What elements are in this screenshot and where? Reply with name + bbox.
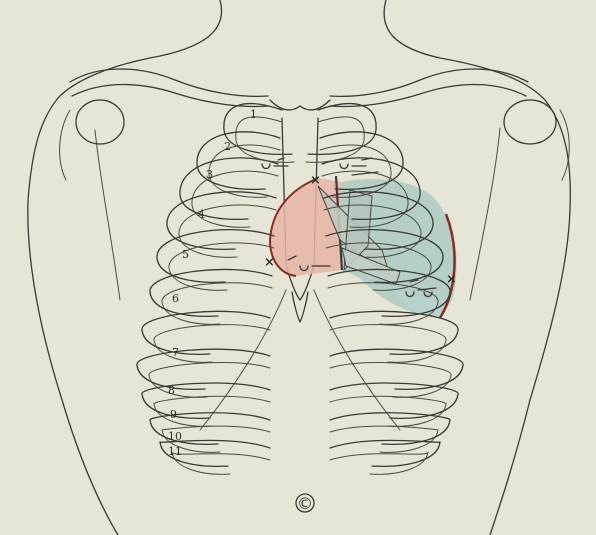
rib-number-label: 7 <box>172 346 179 359</box>
rib-number-label: 8 <box>168 384 175 397</box>
rib-inner-edge <box>330 396 446 426</box>
right-heart-shading <box>270 178 342 276</box>
rib-number-label: 6 <box>172 292 179 305</box>
rib-number-label: 10 <box>168 430 182 443</box>
rib-number-label: 3 <box>206 168 213 181</box>
clavicles <box>70 69 528 107</box>
rib-number-label: 4 <box>198 208 205 221</box>
rib-number-label: 1 <box>250 108 257 121</box>
rib-number-label: 9 <box>170 408 177 421</box>
shoulder-joints <box>60 100 570 180</box>
rib-number-label: 2 <box>224 140 231 153</box>
copyright-symbol: © <box>297 494 313 513</box>
mark-upper: × <box>310 173 321 188</box>
rib-outline <box>167 192 276 250</box>
rib-inner-edge <box>236 117 294 162</box>
rib-inner-edge <box>330 426 438 452</box>
ribs-patient-right <box>137 104 294 475</box>
mark-left: × <box>264 255 275 270</box>
rib-number-label: 11 <box>168 445 182 458</box>
copyright-mark: © <box>296 494 314 513</box>
rib-outline <box>150 269 272 316</box>
rib-number-label: 5 <box>182 248 189 261</box>
rib-inner-edge <box>330 362 451 397</box>
rib-inner-edge <box>306 117 364 162</box>
mark-right: × <box>446 272 457 287</box>
